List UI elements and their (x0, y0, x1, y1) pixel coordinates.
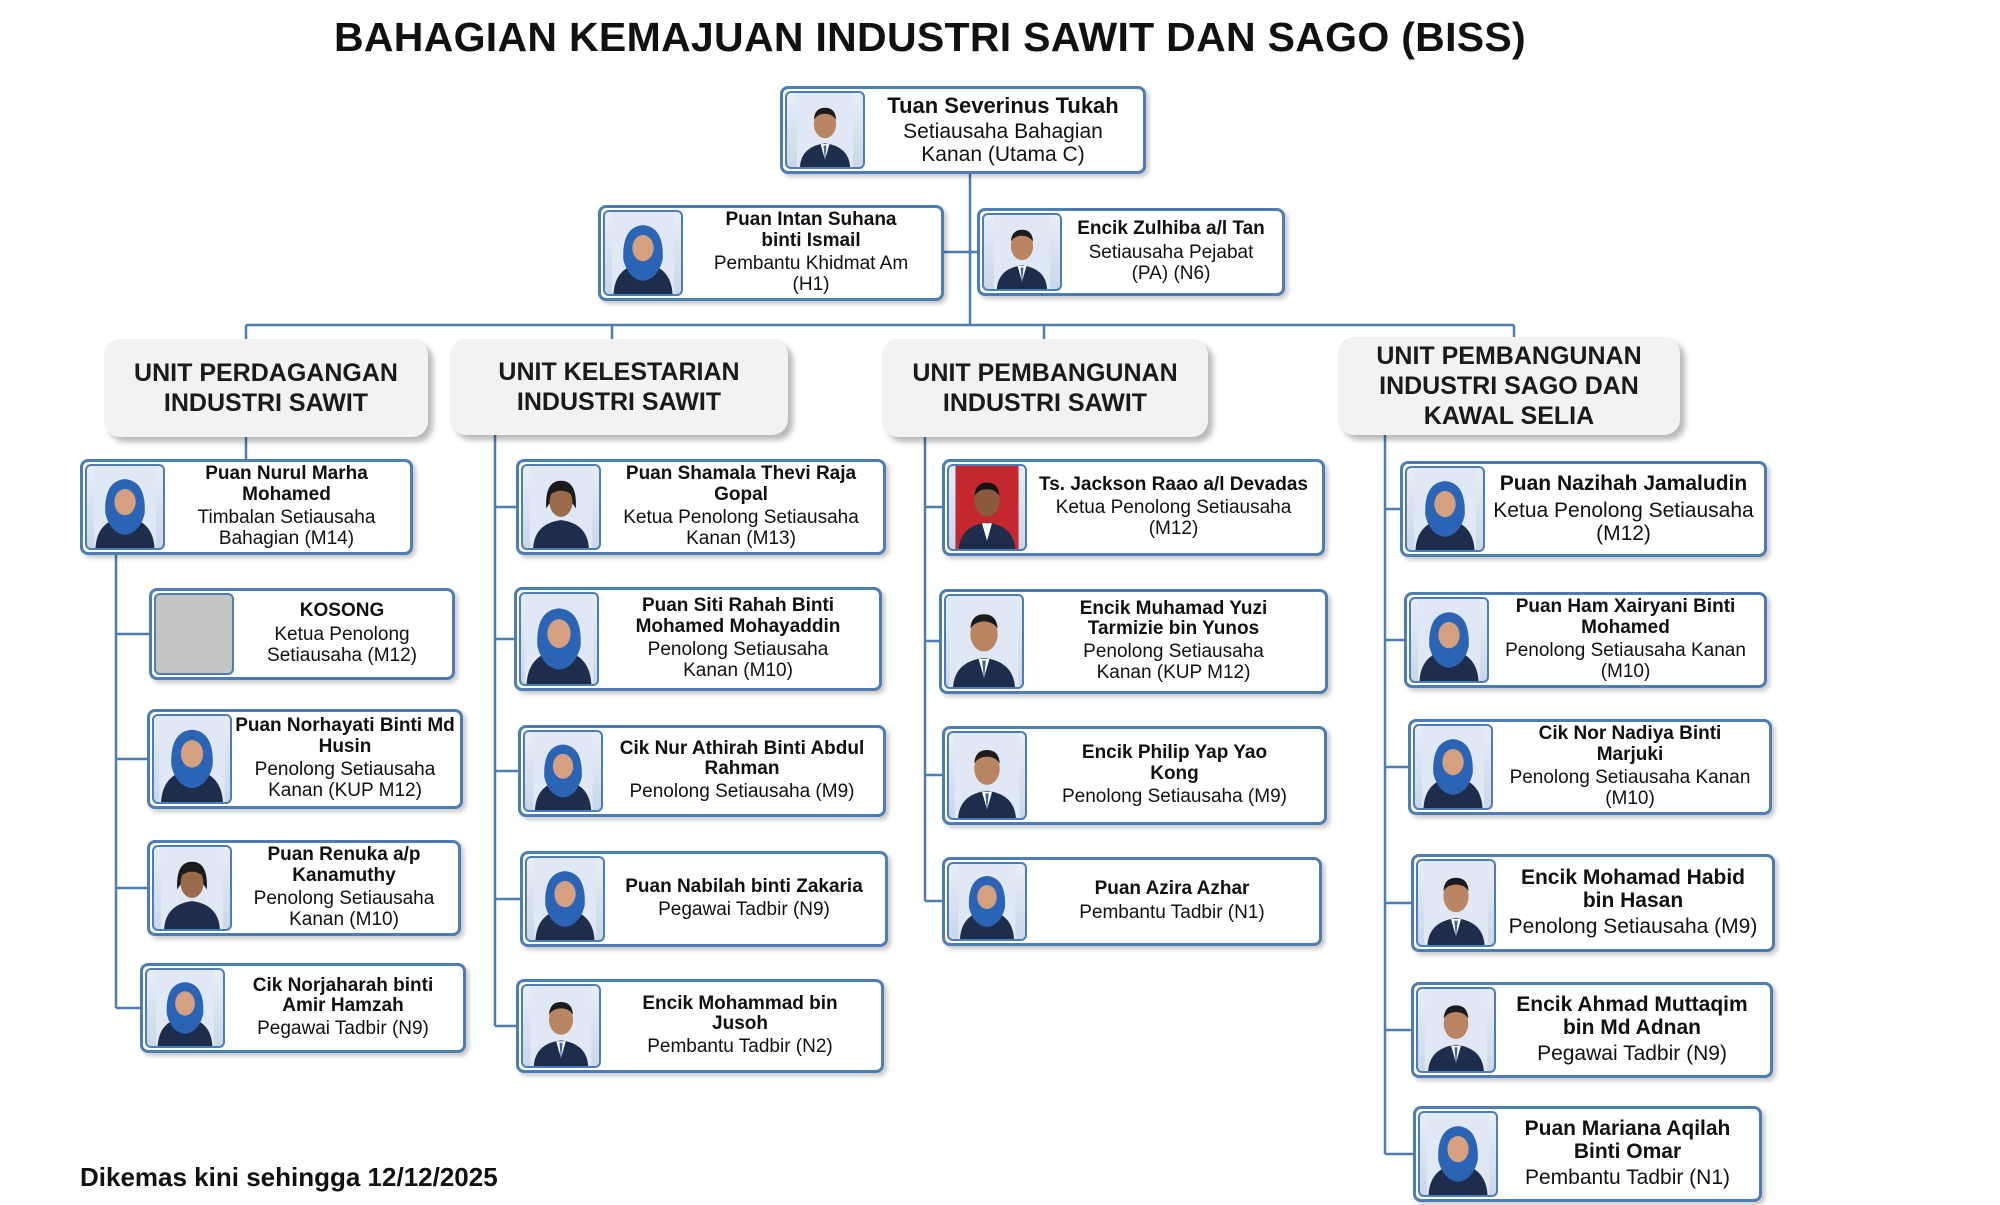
person-card-unit4-member[interactable]: Encik Mohamad Habid bin Hasan Penolong S… (1411, 854, 1775, 952)
person-name: Ts. Jackson Raao a/l Devadas (1039, 473, 1308, 495)
person-name: Puan Renuka a/p Kanamuthy (267, 844, 421, 886)
person-card-unit3-member[interactable]: Ts. Jackson Raao a/l Devadas Ketua Penol… (942, 459, 1325, 556)
person-card-unit2-member[interactable]: Encik Mohammad bin Jusoh Pembantu Tadbir… (516, 979, 884, 1073)
portrait-photo (947, 464, 1027, 551)
person-card-unit1-member[interactable]: Puan Renuka a/p Kanamuthy Penolong Setia… (147, 840, 461, 936)
portrait-photo (1405, 466, 1485, 552)
person-name: Encik Muhamad Yuzi Tarmizie bin Yunos (1079, 597, 1268, 640)
person-name: Cik Nur Athirah Binti Abdul Rahman (619, 737, 865, 780)
person-name: Puan Mariana Aqilah Binti Omar (1524, 1117, 1731, 1163)
person-card-unit4-member[interactable]: Encik Ahmad Muttaqim bin Md Adnan Pegawa… (1411, 982, 1773, 1078)
portrait-photo (947, 731, 1027, 820)
person-card-unit4-member[interactable]: Puan Mariana Aqilah Binti Omar Pembantu … (1413, 1106, 1762, 1202)
person-name: Puan Azira Azhar (1094, 878, 1250, 900)
person-name: Puan Nurul Marha Mohamed (205, 463, 368, 505)
person-name: Puan Nazihah Jamaludin (1499, 472, 1748, 496)
portrait-photo (521, 464, 601, 550)
person-card-unit1-member[interactable]: Puan Norhayati Binti Md Husin Penolong S… (147, 709, 463, 809)
person-name: Encik Mohamad Habid bin Hasan (1520, 866, 1746, 912)
person-role: Ketua Penolong Setiausaha Kanan (M13) (623, 506, 859, 549)
person-card-unit1-member[interactable]: KOSONG Ketua Penolong Setiausaha (M12) (149, 588, 455, 680)
person-role: Pembantu Tadbir (N1) (1524, 1166, 1731, 1190)
unit-header-pembangunan-sawit: UNIT PEMBANGUNAN INDUSTRI SAWIT (882, 339, 1208, 437)
portrait-photo (519, 592, 599, 686)
person-name: Tuan Severinus Tukah (887, 92, 1119, 118)
person-role: Pembantu Tadbir (N2) (647, 1036, 833, 1058)
portrait-photo (523, 730, 603, 812)
portrait-photo (85, 464, 165, 550)
portrait-photo (947, 862, 1027, 941)
person-name: KOSONG (299, 600, 385, 622)
portrait-photo (152, 845, 232, 931)
portrait-photo (521, 984, 601, 1068)
person-name: Encik Zulhiba a/l Tan (1077, 218, 1265, 240)
person-card-unit3-member[interactable]: Puan Azira Azhar Pembantu Tadbir (N1) (942, 857, 1322, 946)
page-title: BAHAGIAN KEMAJUAN INDUSTRI SAWIT DAN SAG… (333, 14, 1527, 60)
person-card-unit1-member[interactable]: Cik Norjaharah binti Amir Hamzah Pegawai… (140, 963, 466, 1053)
person-role: Pegawai Tadbir (N9) (257, 1018, 429, 1040)
person-card-unit3-member[interactable]: Encik Muhamad Yuzi Tarmizie bin Yunos Pe… (939, 589, 1328, 694)
person-role: Penolong Setiausaha Kanan (M10) (253, 887, 435, 930)
unit-header-perdagangan: UNIT PERDAGANGAN INDUSTRI SAWIT (104, 339, 428, 437)
portrait-photo (145, 968, 225, 1048)
portrait-photo (982, 213, 1062, 291)
person-name: Puan Shamala Thevi Raja Gopal (625, 463, 857, 505)
person-name: Puan Norhayati Binti Md Husin (235, 715, 455, 757)
portrait-photo (1418, 1111, 1498, 1197)
person-name: Puan Intan Suhana binti Ismail (725, 209, 897, 251)
person-role: Penolong Setiausaha (M9) (629, 781, 855, 803)
person-name: Cik Nor Nadiya Binti Marjuki (1538, 723, 1722, 765)
person-name: Encik Ahmad Muttaqim bin Md Adnan (1516, 993, 1748, 1039)
person-role: Penolong Setiausaha (M9) (1062, 785, 1287, 807)
person-role: Penolong Setiausaha (M9) (1508, 915, 1758, 939)
person-card-assistant[interactable]: Puan Intan Suhana binti Ismail Pembantu … (598, 205, 944, 301)
person-role: Timbalan Setiausaha Bahagian (M14) (197, 506, 376, 549)
person-name: Encik Philip Yap Yao Kong (1081, 742, 1268, 784)
person-card-director[interactable]: Tuan Severinus Tukah Setiausaha Bahagian… (780, 86, 1146, 174)
portrait-photo (944, 594, 1024, 689)
portrait-photo (1413, 724, 1493, 810)
person-role: Pembantu Khidmat Am (H1) (713, 252, 909, 295)
person-card-unit2-member[interactable]: Puan Siti Rahah Binti Mohamed Mohayaddin… (514, 587, 882, 691)
person-name: Puan Ham Xairyani Binti Mohamed (1515, 596, 1736, 638)
person-card-secretary[interactable]: Encik Zulhiba a/l Tan Setiausaha Pejabat… (977, 208, 1285, 296)
person-role: Pembantu Tadbir (N1) (1079, 901, 1265, 923)
update-date-note: Dikemas kini sehingga 12/12/2025 (80, 1162, 498, 1192)
person-role: Ketua Penolong Setiausaha (M12) (1493, 498, 1754, 545)
person-card-unit2-member[interactable]: Puan Nabilah binti Zakaria Pegawai Tadbi… (520, 851, 888, 947)
portrait-photo (603, 210, 683, 296)
person-role: Pegawai Tadbir (N9) (658, 899, 830, 921)
portrait-photo (1409, 597, 1489, 683)
person-role: Penolong Setiausaha Kanan (M10) (1509, 766, 1751, 809)
portrait-placeholder (154, 593, 234, 675)
portrait-photo (785, 91, 865, 169)
person-name: Cik Norjaharah binti Amir Hamzah (252, 974, 434, 1017)
person-card-unit2-member[interactable]: Puan Shamala Thevi Raja Gopal Ketua Peno… (516, 459, 886, 555)
portrait-photo (1416, 987, 1496, 1073)
person-role: Ketua Penolong Setiausaha (M12) (1055, 497, 1292, 540)
person-name: Encik Mohammad bin Jusoh (642, 992, 838, 1035)
person-name: Puan Nabilah binti Zakaria (625, 875, 863, 897)
portrait-photo (1416, 859, 1496, 947)
person-role: Setiausaha Pejabat (PA) (N6) (1088, 241, 1254, 284)
person-card-unit3-member[interactable]: Encik Philip Yap Yao Kong Penolong Setia… (942, 726, 1327, 825)
person-card-unit2-member[interactable]: Cik Nur Athirah Binti Abdul Rahman Penol… (518, 725, 886, 817)
person-card-unit4-member[interactable]: Puan Nazihah Jamaludin Ketua Penolong Se… (1400, 461, 1767, 557)
unit-header-kelestarian: UNIT KELESTARIAN INDUSTRI SAWIT (450, 339, 788, 435)
person-card-unit1-head[interactable]: Puan Nurul Marha Mohamed Timbalan Setiau… (80, 459, 413, 555)
person-role: Penolong Setiausaha Kanan (M10) (1505, 639, 1746, 682)
person-name: Puan Siti Rahah Binti Mohamed Mohayaddin (635, 595, 841, 637)
person-role: Penolong Setiausaha Kanan (M10) (647, 638, 829, 681)
person-role: Ketua Penolong Setiausaha (M12) (267, 623, 417, 666)
person-role: Pegawai Tadbir (N9) (1537, 1042, 1727, 1066)
person-card-unit4-member[interactable]: Cik Nor Nadiya Binti Marjuki Penolong Se… (1408, 719, 1772, 815)
person-role: Penolong Setiausaha Kanan (KUP M12) (1083, 641, 1264, 684)
portrait-photo (152, 714, 232, 804)
person-role: Penolong Setiausaha Kanan (KUP M12) (254, 758, 436, 801)
person-role: Setiausaha Bahagian Kanan (Utama C) (903, 120, 1103, 167)
unit-header-sago: UNIT PEMBANGUNAN INDUSTRI SAGO DAN KAWAL… (1338, 337, 1680, 435)
portrait-photo (525, 856, 605, 942)
person-card-unit4-member[interactable]: Puan Ham Xairyani Binti Mohamed Penolong… (1404, 592, 1767, 688)
